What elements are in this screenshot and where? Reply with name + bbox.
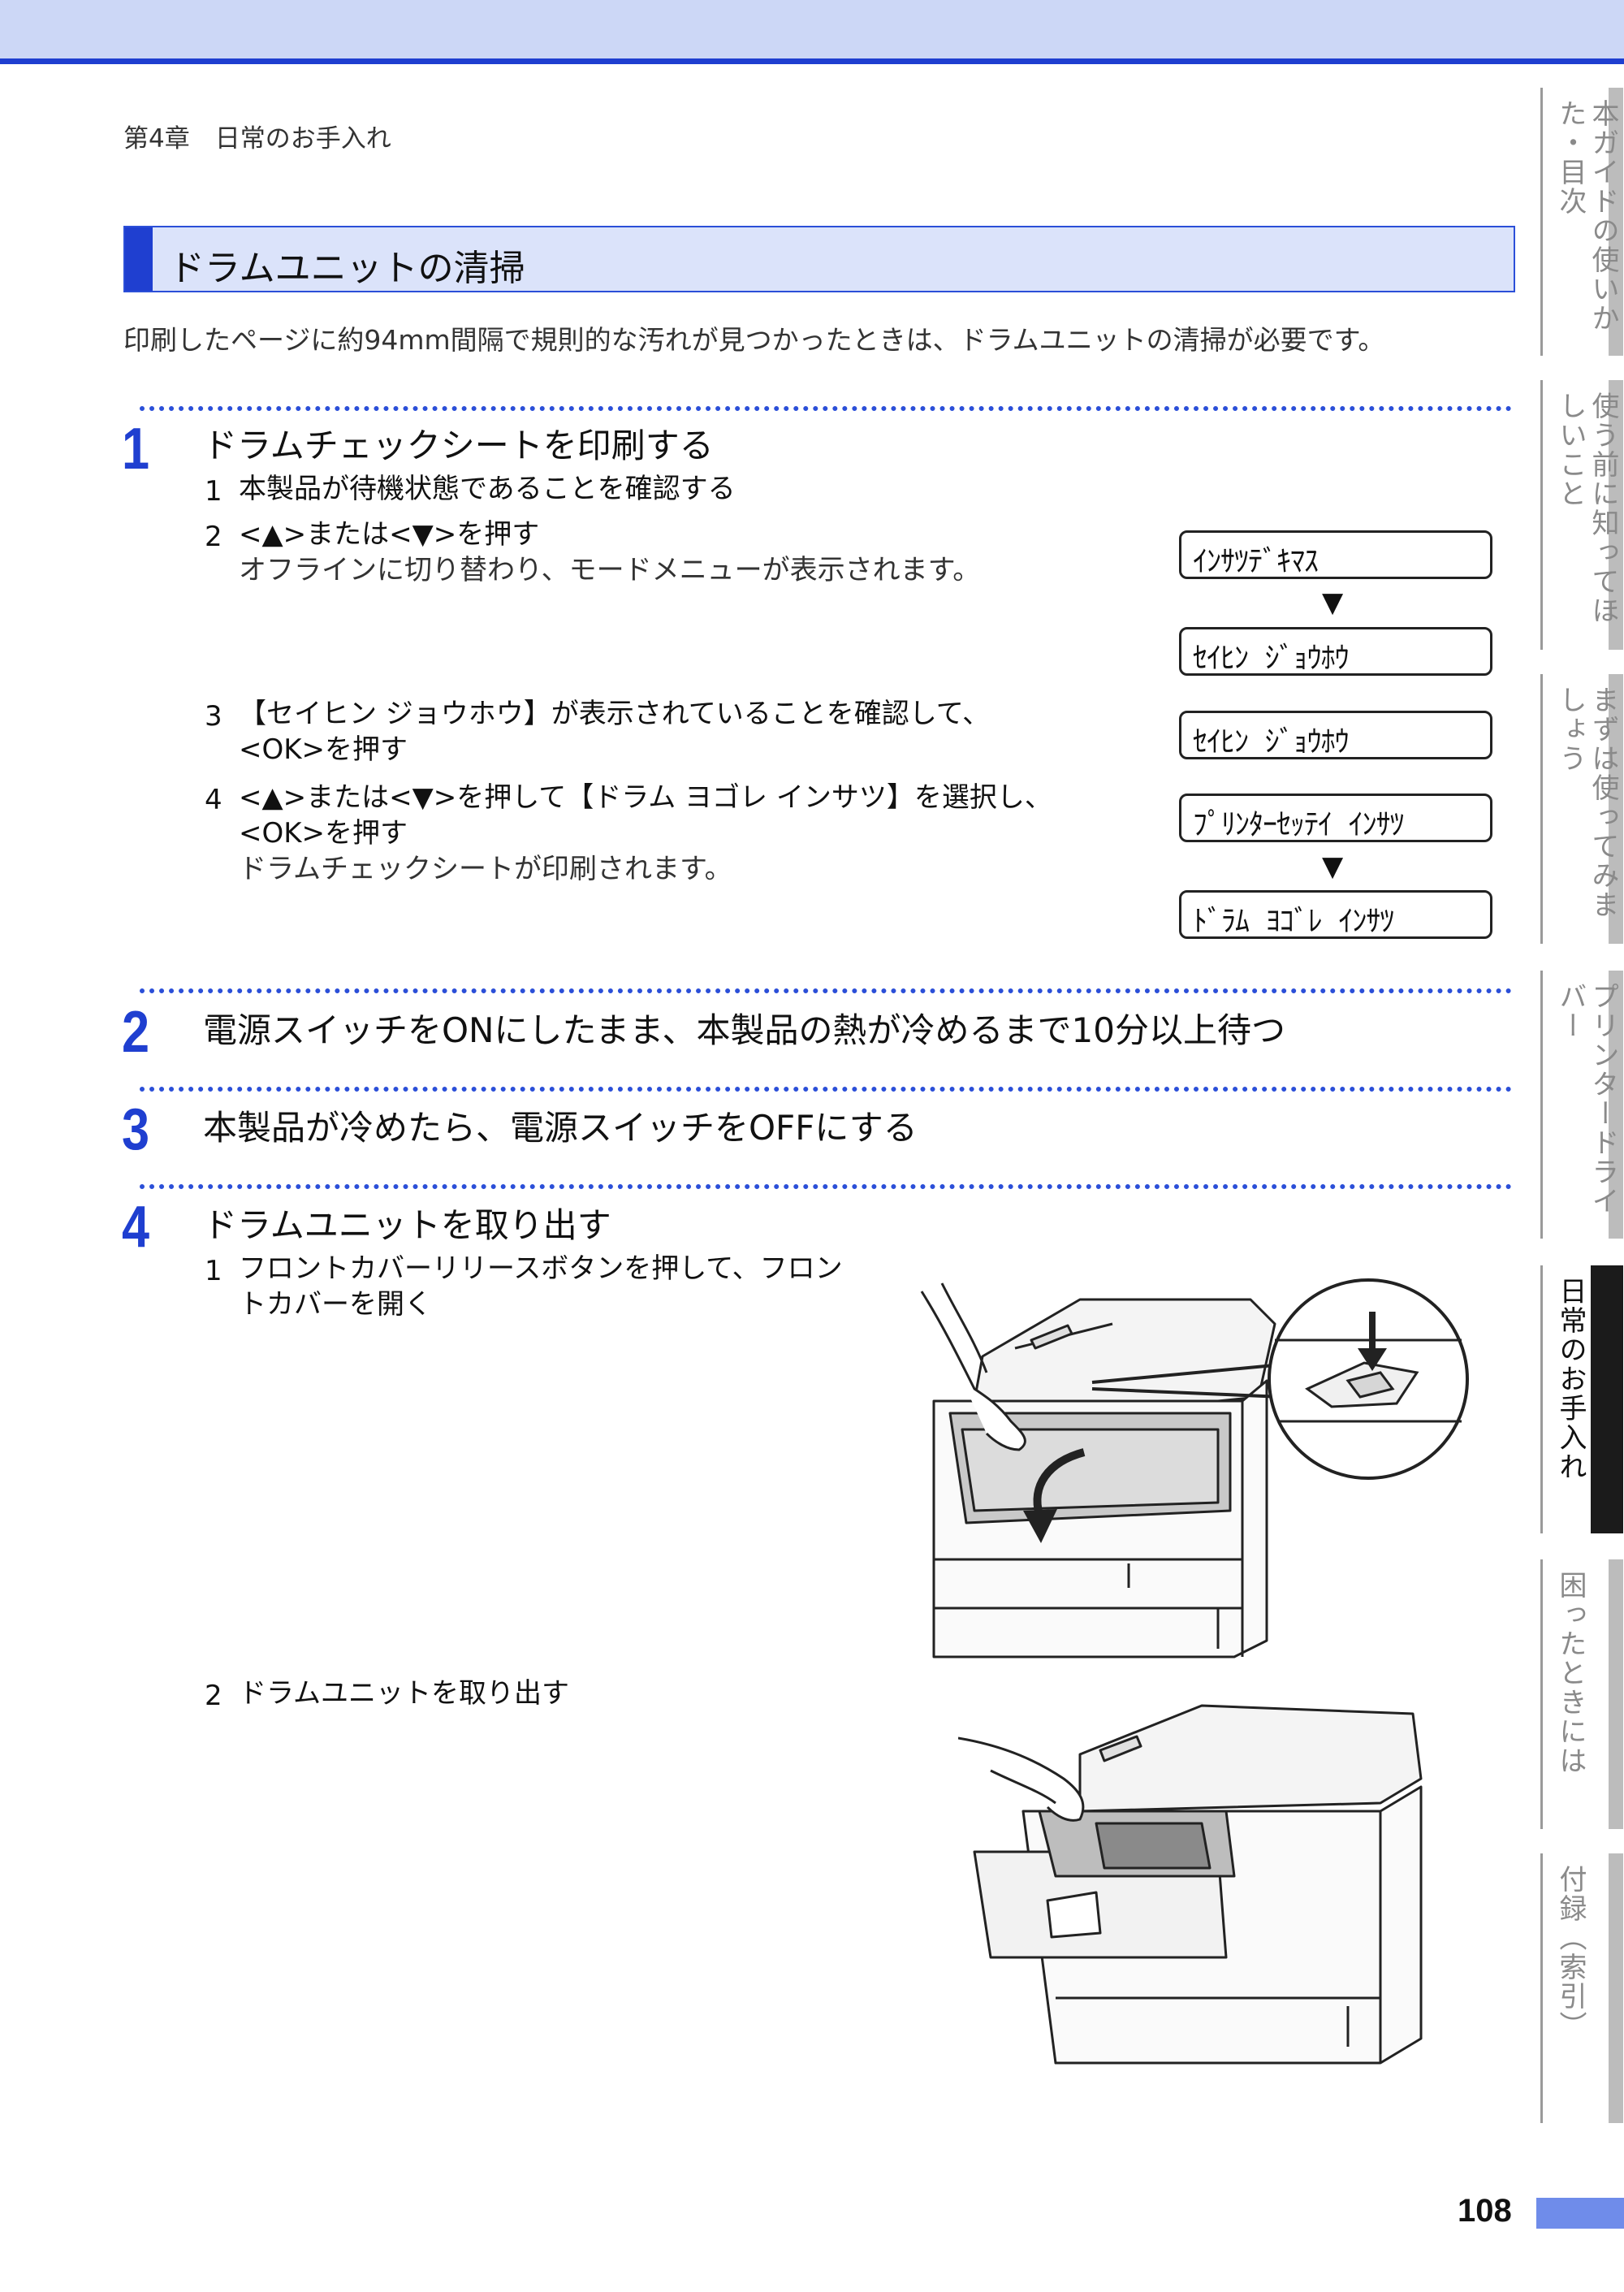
step-divider — [140, 1087, 1512, 1092]
tab-edge — [1609, 1559, 1623, 1829]
substep-text-cont: <OK>を押す — [239, 817, 408, 850]
tab-edge — [1609, 971, 1623, 1239]
substep-text: 本製品が待機状態であることを確認する — [239, 473, 736, 505]
substep-text: <▲>または<▼>を押して【ドラム ヨゴレ インサツ】を選択し、 — [239, 781, 1052, 814]
substep-text-cont: <OK>を押す — [239, 733, 408, 766]
step-divider — [140, 1184, 1512, 1189]
side-tab-before-use[interactable]: 使う前に知ってほしいこと — [1540, 380, 1623, 650]
section-title-bar — [125, 227, 153, 291]
step-number: 2 — [122, 1000, 150, 1065]
step-title: ドラムチェックシートを印刷する — [203, 426, 714, 465]
substep-note: ドラムチェックシートが印刷されます。 — [239, 853, 732, 885]
tab-edge — [1609, 88, 1623, 356]
step-title: 本製品が冷めたら、電源スイッチをOFFにする — [203, 1108, 918, 1148]
side-tab-printer-driver[interactable]: プリンタードライバー — [1540, 971, 1623, 1239]
side-tab-guide-toc[interactable]: 本ガイドの使いかた・目次 — [1540, 88, 1623, 356]
side-tab-daily-maintenance[interactable]: 日常のお手入れ — [1540, 1265, 1623, 1533]
substep-text: フロントカバーリリースボタンを押して、フロン — [239, 1252, 843, 1285]
section-title-box: ドラムユニットの清掃 — [123, 226, 1515, 292]
section-intro: 印刷したページに約94mm間隔で規則的な汚れが見つかったときは、ドラムユニットの… — [123, 324, 1385, 356]
step-title: ドラムユニットを取り出す — [203, 1205, 611, 1245]
side-tab-label: プリンタードライバー — [1554, 982, 1619, 1216]
step-number: 3 — [122, 1097, 150, 1162]
step-number: 1 — [122, 417, 150, 482]
side-tab-try-using[interactable]: まずは使ってみましょう — [1540, 674, 1623, 944]
step-title: 電源スイッチをONにしたまま、本製品の熱が冷めるまで10分以上待つ — [203, 1010, 1285, 1050]
substep-number: 3 — [205, 700, 222, 733]
side-tab-label: 日常のお手入れ — [1554, 1277, 1587, 1481]
page-number-bar — [1536, 2198, 1624, 2229]
down-arrow-icon: ▼ — [1322, 850, 1344, 883]
section-title: ドラムユニットの清掃 — [169, 248, 525, 289]
substep-text: ドラムユニットを取り出す — [239, 1677, 569, 1710]
page-number: 108 — [1458, 2193, 1512, 2229]
substep-number: 2 — [205, 1680, 222, 1712]
side-tab-label: 困ったときには — [1554, 1571, 1587, 1775]
side-tab-label: まずは使ってみましょう — [1554, 685, 1619, 919]
printer-open-cover-illustration — [920, 1278, 1469, 1658]
remove-drum-unit-illustration — [958, 1704, 1423, 2065]
substep-number: 4 — [205, 784, 222, 816]
substep-number: 1 — [205, 475, 222, 508]
tab-edge — [1609, 1853, 1623, 2123]
side-tab-label: 本ガイドの使いかた・目次 — [1554, 99, 1619, 333]
substep-number: 1 — [205, 1255, 222, 1287]
step-divider — [140, 988, 1512, 993]
side-tab-appendix-index[interactable]: 付録（索引） — [1540, 1853, 1623, 2123]
step-divider — [140, 406, 1512, 411]
substep-text: <▲>または<▼>を押す — [239, 518, 540, 551]
substep-number: 2 — [205, 521, 222, 553]
lcd-screen: ｲﾝｻﾂﾃﾞｷﾏｽ — [1179, 530, 1492, 579]
down-arrow-icon: ▼ — [1322, 586, 1344, 619]
tab-edge — [1609, 674, 1623, 944]
lcd-screen: ﾌﾟﾘﾝﾀｰｾｯﾃｲ ｲﾝｻﾂ — [1179, 794, 1492, 842]
side-tab-label: 使う前に知ってほしいこと — [1554, 391, 1619, 625]
chapter-header: 第4章 日常のお手入れ — [123, 124, 391, 154]
lcd-screen: ｾｲﾋﾝ ｼﾞｮｳﾎｳ — [1179, 627, 1492, 676]
side-tab-troubleshooting[interactable]: 困ったときには — [1540, 1559, 1623, 1829]
substep-text: 【セイヒン ジョウホウ】が表示されていることを確認して、 — [239, 698, 991, 730]
step-number: 4 — [122, 1195, 150, 1260]
lcd-screen: ﾄﾞﾗﾑ ﾖｺﾞﾚ ｲﾝｻﾂ — [1179, 890, 1492, 939]
side-tab-label: 付録（索引） — [1554, 1865, 1587, 2040]
substep-text-cont: トカバーを開く — [239, 1288, 432, 1321]
tab-edge — [1609, 380, 1623, 650]
tab-edge — [1591, 1265, 1623, 1533]
substep-note: オフラインに切り替わり、モードメニューが表示されます。 — [239, 554, 981, 586]
top-band — [0, 0, 1624, 58]
top-rule — [0, 58, 1624, 64]
lcd-screen: ｾｲﾋﾝ ｼﾞｮｳﾎｳ — [1179, 711, 1492, 759]
